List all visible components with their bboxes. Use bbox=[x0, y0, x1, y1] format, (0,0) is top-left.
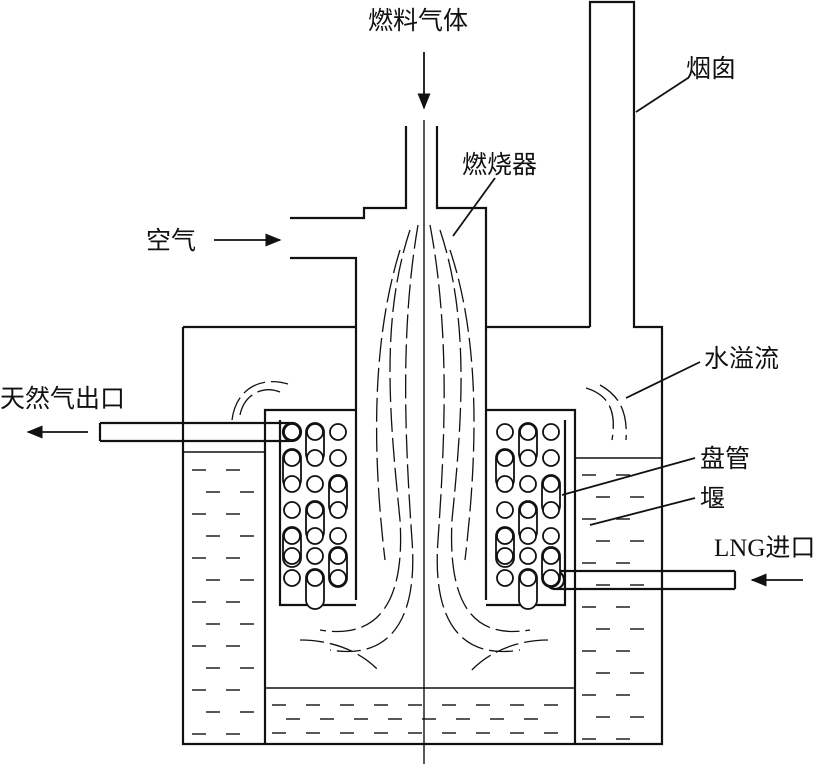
flow-line bbox=[239, 389, 281, 416]
flow-line bbox=[599, 384, 627, 441]
coil-tube bbox=[306, 449, 324, 467]
coil-tube bbox=[306, 547, 324, 565]
coil-tube bbox=[306, 423, 324, 441]
coil-tube bbox=[329, 569, 347, 587]
label-fuel-gas: 燃料气体 bbox=[368, 6, 469, 35]
label-burner: 燃烧器 bbox=[462, 150, 538, 179]
coil-tube bbox=[329, 449, 347, 467]
flow-line bbox=[469, 639, 549, 673]
flow-line bbox=[231, 380, 289, 421]
coil-tube bbox=[496, 423, 514, 441]
coil-tube bbox=[519, 501, 537, 519]
coil-tube bbox=[519, 569, 537, 587]
flow-line bbox=[585, 387, 614, 441]
coil-tube bbox=[542, 547, 560, 565]
burner-wall-left bbox=[290, 256, 358, 600]
coil-tube bbox=[496, 501, 514, 519]
coil-tube bbox=[542, 501, 560, 519]
coil-tube bbox=[542, 475, 560, 493]
coil-box-left bbox=[278, 420, 356, 607]
coil-tube bbox=[519, 527, 537, 545]
coil-tube bbox=[496, 475, 514, 493]
label-coil: 盘管 bbox=[700, 444, 751, 473]
flow-line bbox=[375, 249, 401, 561]
flow-line bbox=[319, 229, 411, 633]
coil-tube bbox=[519, 449, 537, 467]
burner-wall-right bbox=[435, 126, 488, 600]
coil-tube bbox=[329, 475, 347, 493]
label-ng-outlet: 天然气出口 bbox=[0, 384, 126, 413]
coil-tube bbox=[283, 527, 301, 545]
air-inlet-top bbox=[290, 126, 408, 220]
coil-tube bbox=[542, 569, 560, 587]
label-lng-inlet: LNG进口 bbox=[714, 535, 816, 562]
coil-tube bbox=[519, 547, 537, 565]
flow-line bbox=[329, 224, 419, 653]
coil-tube bbox=[329, 547, 347, 565]
coil-tube bbox=[496, 449, 514, 467]
coil-tube bbox=[306, 527, 324, 545]
coil-tube bbox=[283, 423, 301, 441]
coil-tube bbox=[283, 475, 301, 493]
label-weir: 堰 bbox=[700, 484, 726, 513]
flow-line bbox=[449, 249, 475, 561]
flow-line bbox=[439, 229, 531, 633]
coil-box-right bbox=[486, 420, 567, 607]
label-chimney: 烟囱 bbox=[686, 54, 737, 83]
lng-inlet-pipe bbox=[544, 569, 737, 591]
coil-tube bbox=[519, 475, 537, 493]
label-air: 空气 bbox=[146, 226, 197, 255]
coil-tube bbox=[519, 423, 537, 441]
coil-tube bbox=[496, 547, 514, 565]
coil-tube bbox=[283, 449, 301, 467]
coil-tube bbox=[496, 569, 514, 587]
chimney bbox=[588, 0, 656, 329]
coil-tube bbox=[329, 501, 347, 519]
flow-line bbox=[299, 639, 381, 673]
coil-tube bbox=[542, 527, 560, 545]
ng-outlet-pipe bbox=[98, 421, 303, 443]
coil-tube bbox=[329, 423, 347, 441]
coil-tube bbox=[306, 501, 324, 519]
coil-tube bbox=[283, 547, 301, 565]
tank-outer-wall bbox=[181, 325, 664, 746]
weir bbox=[263, 408, 577, 744]
coil-tube bbox=[283, 501, 301, 519]
flow-line bbox=[429, 224, 521, 653]
coil-tube bbox=[306, 475, 324, 493]
coil-tube bbox=[496, 527, 514, 545]
coil-tube bbox=[542, 449, 560, 467]
coil-tube bbox=[283, 569, 301, 587]
coil-tube bbox=[329, 527, 347, 545]
coil-tube bbox=[306, 569, 324, 587]
coil-tube bbox=[542, 423, 560, 441]
label-water-overflow: 水溢流 bbox=[704, 344, 780, 373]
